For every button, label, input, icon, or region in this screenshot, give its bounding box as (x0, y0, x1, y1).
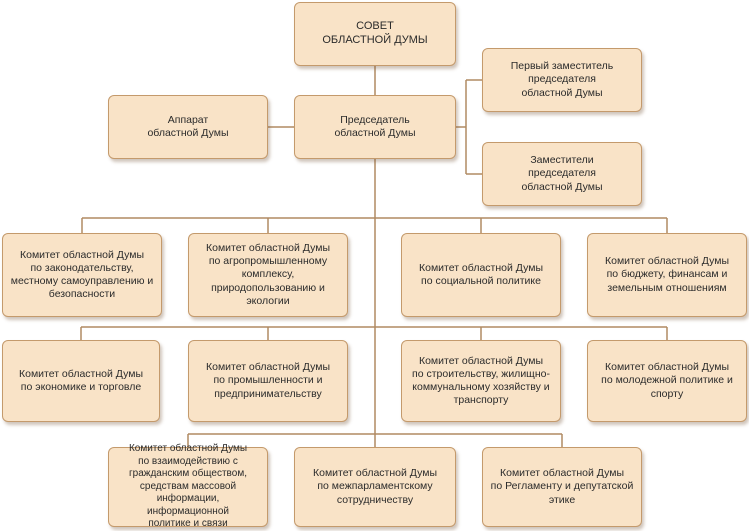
committee-economy-box: Комитет областной Думы по экономике и то… (2, 340, 160, 422)
committee-agro-box: Комитет областной Думы по агропромышленн… (188, 233, 348, 317)
committee-youth-box: Комитет областной Думы по молодежной пол… (587, 340, 747, 422)
committee-legislation-box: Комитет областной Думы по законодательст… (2, 233, 162, 317)
committee-interparliamentary-box: Комитет областной Думы по межпарламентск… (294, 447, 456, 527)
committee-construction-box: Комитет областной Думы по строительству,… (401, 340, 561, 422)
chairman-box: Председатель областной Думы (294, 95, 456, 159)
council-box: СОВЕТ ОБЛАСТНОЙ ДУМЫ (294, 2, 456, 66)
apparatus-box: Аппарат областной Думы (108, 95, 268, 159)
committee-budget-box: Комитет областной Думы по бюджету, финан… (587, 233, 747, 317)
first-deputy-box: Первый заместитель председателя областно… (482, 48, 642, 112)
committee-civil-society-box: Комитет областной Думы по взаимодействию… (108, 443, 268, 529)
deputies-box: Заместители председателя областной Думы (482, 142, 642, 206)
committee-industry-box: Комитет областной Думы по промышленности… (188, 340, 348, 422)
committee-social-box: Комитет областной Думы по социальной пол… (401, 233, 561, 317)
committee-regulations-box: Комитет областной Думы по Регламенту и д… (482, 447, 642, 527)
